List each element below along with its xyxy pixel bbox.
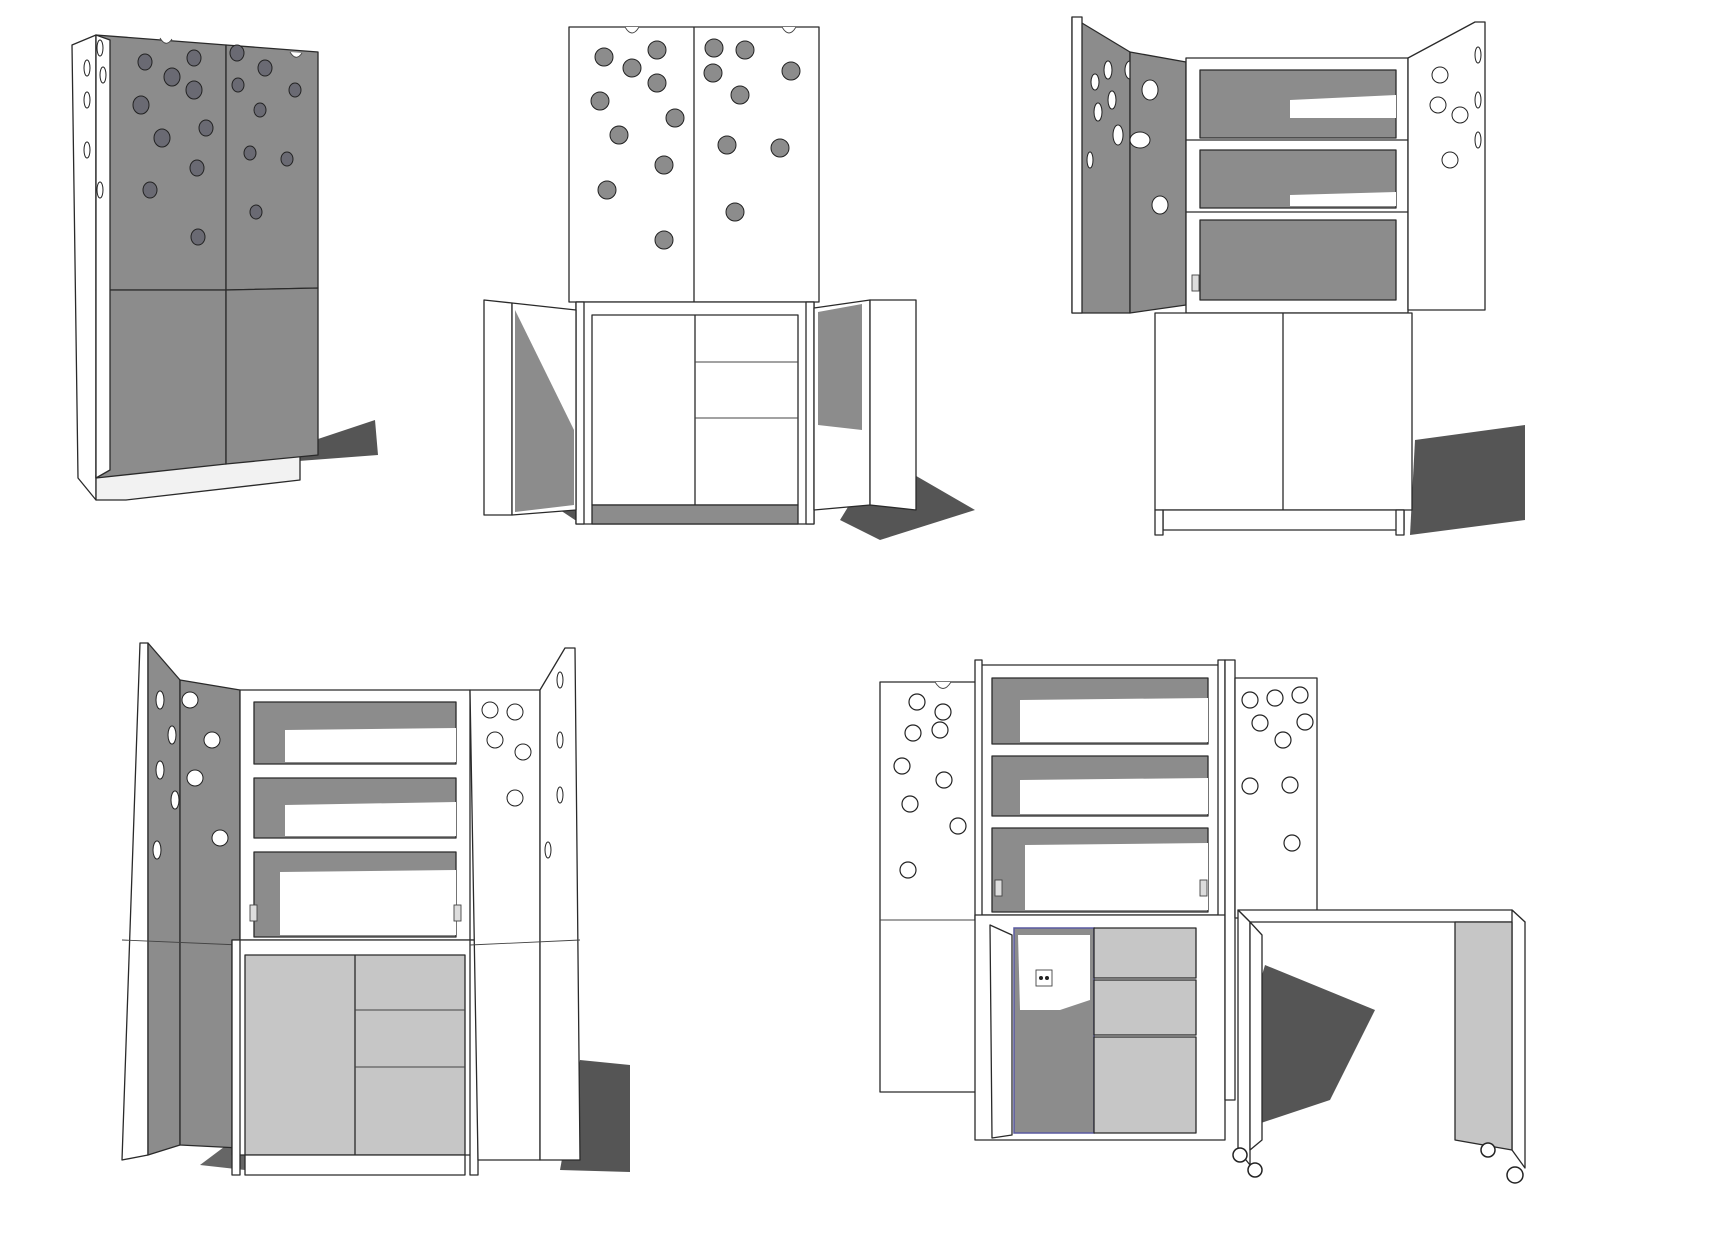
hinge-icon (249, 904, 258, 922)
lower-right-door (225, 287, 319, 465)
desk-left-inner (1249, 921, 1263, 1151)
view-upper-doors-open (1071, 16, 1525, 536)
right-open-door (469, 689, 541, 1161)
view-lower-doors-open (483, 26, 975, 540)
post (1395, 509, 1405, 536)
left-door-edge (1071, 16, 1083, 314)
post (805, 301, 815, 525)
castor-icon (1232, 1142, 1524, 1184)
door-holes (481, 671, 564, 859)
post (1154, 509, 1164, 536)
side-face (95, 34, 111, 479)
light-patch (1020, 778, 1208, 814)
top-notch (289, 51, 303, 58)
light-patch (1290, 192, 1396, 206)
hinge-icon (453, 904, 462, 922)
left-open-door (879, 681, 979, 1093)
left-open-door (121, 642, 149, 1161)
desk-right-leg (1511, 909, 1526, 1169)
post (974, 659, 983, 921)
door-holes (152, 690, 229, 860)
lower-open-door (989, 924, 1013, 1139)
left-door-face (147, 642, 181, 1156)
upper-left-door (95, 34, 227, 291)
door-shading (515, 310, 574, 512)
hinge-icon (1191, 274, 1200, 292)
view-closed-cabinet (71, 34, 378, 501)
post (231, 939, 241, 1176)
desk-left-leg (1237, 909, 1251, 1166)
light-patch (1290, 95, 1396, 118)
view-desk-extended (879, 659, 1526, 1184)
shelf-bay (1199, 219, 1397, 301)
drawer (1093, 1036, 1197, 1134)
right-door-edge (539, 647, 581, 1161)
view-all-doors-open (121, 642, 630, 1176)
top-notch (934, 681, 952, 689)
door-holes (132, 44, 302, 246)
floor-shadow (1410, 425, 1525, 535)
light-patch (1018, 935, 1090, 1010)
left-open-door (483, 299, 513, 516)
plinth (244, 1154, 466, 1176)
right-door-face (1234, 677, 1318, 919)
left-door-inner (179, 679, 241, 1149)
light-patch (285, 802, 456, 836)
door-holes (1429, 46, 1482, 169)
light-patch (1020, 698, 1208, 742)
light-patch (280, 870, 456, 935)
door-shading (818, 304, 862, 430)
door-holes (1241, 686, 1314, 852)
light-patch (285, 728, 456, 762)
side-holes (83, 39, 107, 199)
top-notch (624, 26, 640, 34)
hinge-icon (1199, 879, 1208, 897)
hinge-icon (994, 879, 1003, 897)
post (575, 301, 585, 525)
post (1217, 659, 1226, 921)
floor-shadow (1240, 965, 1375, 1125)
plinth (591, 504, 799, 525)
right-door-edge (869, 299, 917, 511)
desk-top (1237, 909, 1526, 923)
desk-right-leg-inner (1454, 921, 1513, 1151)
right-open-door (1224, 659, 1236, 1101)
light-patch (1025, 843, 1208, 910)
top-notch (159, 37, 173, 44)
lower-left-door (95, 289, 227, 479)
door-holes (590, 38, 801, 250)
plinth (1162, 509, 1405, 531)
door-holes (893, 693, 967, 879)
top-notch (781, 26, 797, 34)
outlet-icon (1035, 969, 1053, 987)
drawer (1093, 979, 1197, 1036)
drawer (1093, 927, 1197, 979)
